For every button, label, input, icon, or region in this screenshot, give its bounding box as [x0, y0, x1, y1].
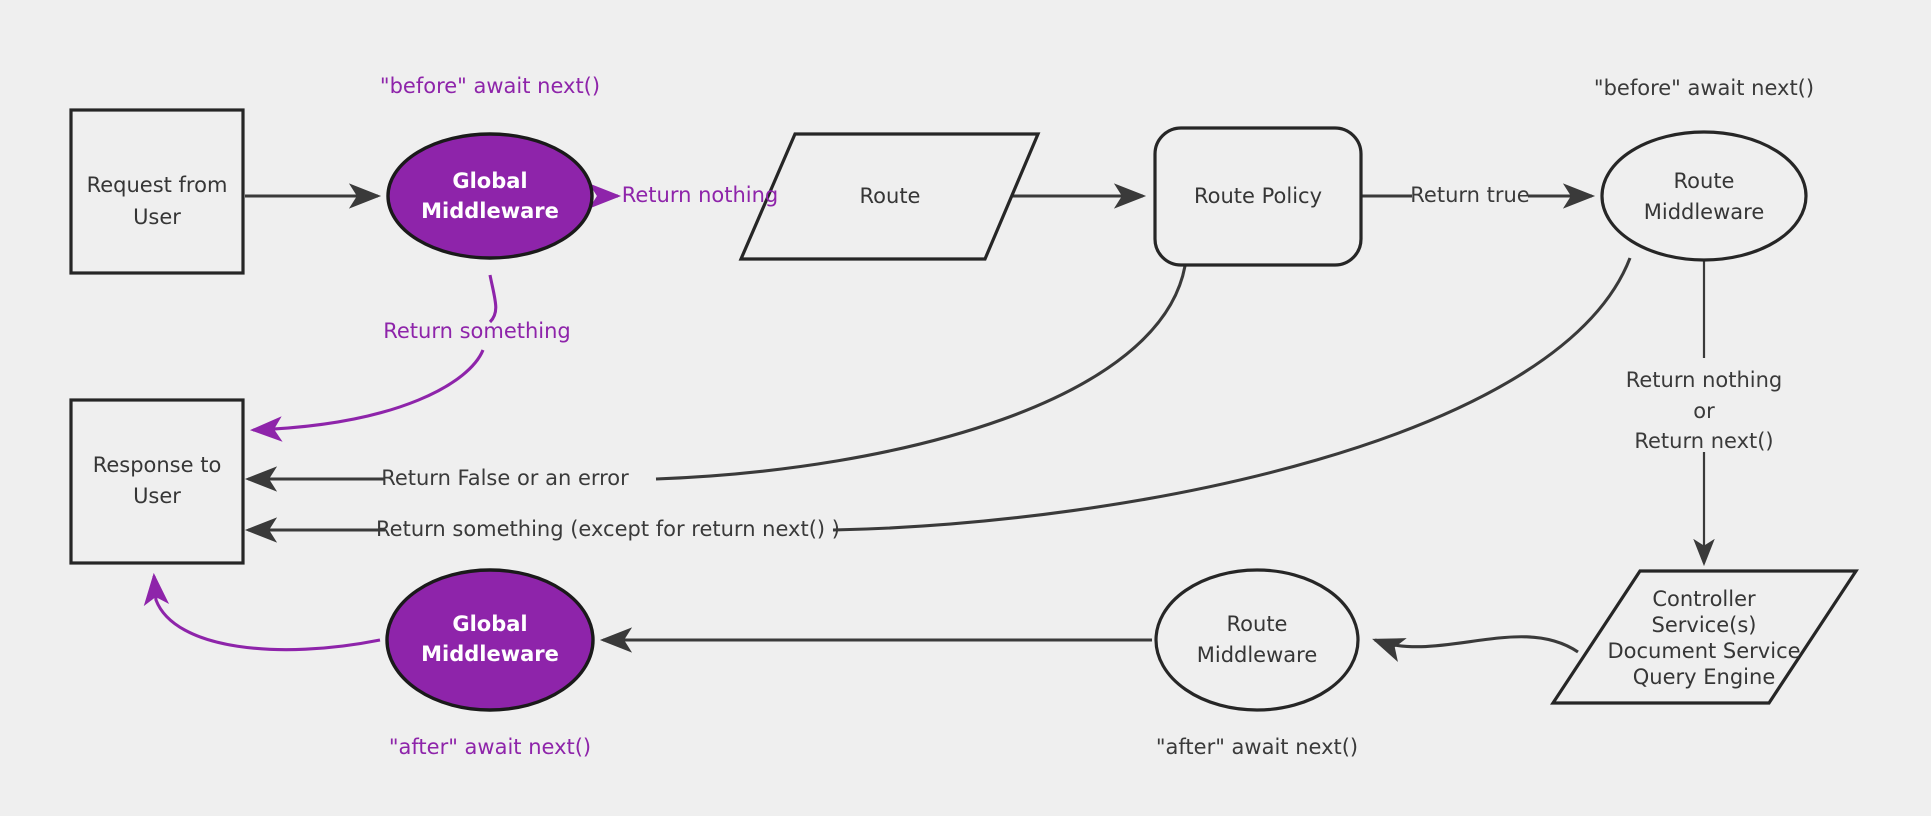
- node-controller-services-line3: Document Service: [1607, 639, 1800, 663]
- node-route-policy-label: Route Policy: [1194, 184, 1322, 208]
- node-request-from-user[interactable]: Request from User: [69, 108, 245, 275]
- edge-label-return-something-except: Return something (except for return next…: [376, 517, 840, 541]
- node-route-middleware-after-line1: Route: [1227, 612, 1288, 636]
- annotation-before-route-middleware: "before" await next(): [1594, 76, 1814, 100]
- node-response-to-user-line1: Response to: [93, 453, 222, 477]
- node-global-middleware-after[interactable]: Global Middleware: [385, 568, 595, 712]
- edge-label-return-something: Return something: [383, 319, 571, 343]
- edge-label-return-nothing-or-next-line2: or: [1693, 399, 1715, 423]
- edge-global-middleware-return-something-2: [249, 349, 485, 442]
- node-route-middleware-after-line2: Middleware: [1197, 643, 1318, 667]
- edge-global-middleware-return-something: [488, 274, 498, 324]
- edge-route-policy-to-response-curve: [655, 265, 1187, 481]
- edge-controller-to-route-middleware-after: [1372, 635, 1579, 662]
- edge-global-middleware-after-to-response: [143, 572, 381, 652]
- annotation-after-global-middleware: "after" await next(): [389, 735, 591, 759]
- annotation-after-route-middleware: "after" await next(): [1156, 735, 1358, 759]
- node-route-middleware-before-line1: Route: [1674, 169, 1735, 193]
- node-controller-services-line4: Query Engine: [1633, 665, 1775, 689]
- node-route-middleware-before[interactable]: Route Middleware: [1600, 130, 1808, 262]
- edge-label-return-true: Return true: [1410, 183, 1529, 207]
- node-response-to-user-line2: User: [133, 484, 181, 508]
- node-response-to-user[interactable]: Response to User: [69, 398, 245, 565]
- edge-label-return-nothing-or-next-line3: Return next(): [1634, 429, 1773, 453]
- node-route-policy[interactable]: Route Policy: [1153, 126, 1363, 267]
- node-request-from-user-line2: User: [133, 205, 181, 229]
- node-route-middleware-before-line2: Middleware: [1644, 200, 1765, 224]
- node-controller-services-line2: Service(s): [1652, 613, 1757, 637]
- node-global-middleware-after-line2: Middleware: [421, 642, 559, 666]
- edge-route-middleware-to-response-curve: [832, 257, 1632, 532]
- node-global-middleware-before-line1: Global: [452, 169, 527, 193]
- node-controller-services-line1: Controller: [1652, 587, 1756, 611]
- node-global-middleware-before[interactable]: Global Middleware: [386, 132, 594, 260]
- edge-label-return-nothing-or-next-line1: Return nothing: [1626, 368, 1783, 392]
- node-global-middleware-before-line2: Middleware: [421, 199, 559, 223]
- node-request-from-user-line1: Request from: [87, 173, 228, 197]
- annotation-before-global-middleware: "before" await next(): [380, 74, 600, 98]
- edge-label-return-false-or-error: Return False or an error: [381, 466, 629, 490]
- node-controller-services[interactable]: Controller Service(s) Document Service Q…: [1550, 569, 1859, 705]
- node-route[interactable]: Route: [738, 132, 1041, 261]
- node-route-middleware-after[interactable]: Route Middleware: [1154, 568, 1360, 712]
- edge-label-return-nothing: Return nothing: [622, 183, 779, 207]
- node-global-middleware-after-line1: Global: [452, 612, 527, 636]
- node-route-label: Route: [860, 184, 921, 208]
